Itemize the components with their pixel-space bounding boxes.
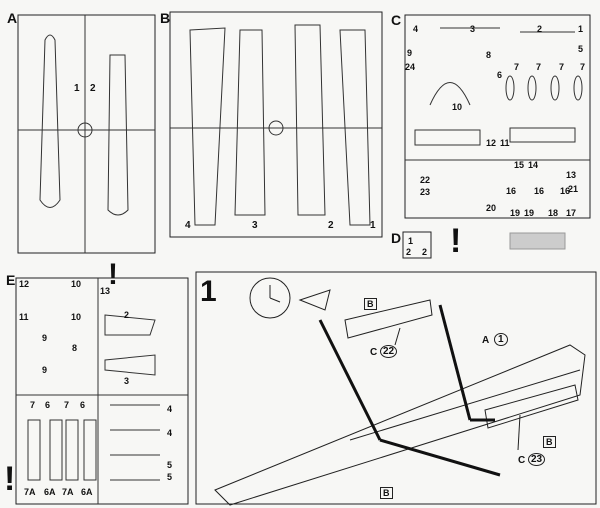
sprue-b-part-4: 4 [185, 220, 191, 231]
sprue-b-part-2: 2 [328, 220, 334, 231]
part-c23 [484, 384, 579, 429]
sprue-e-part: 3 [124, 376, 130, 386]
sprue-e-part: 5 [167, 460, 173, 470]
sprue-e-part: 6 [45, 400, 51, 410]
sprue-c-part: 11 [500, 138, 510, 148]
part-ref-number: 22 [380, 345, 398, 358]
sprue-e-part: 8 [72, 343, 78, 353]
sprue-e-part: 13 [100, 286, 111, 296]
sprue-c-part: 13 [566, 170, 577, 180]
sprue-c-part: 9 [407, 48, 413, 58]
sprue-e-letter: E [6, 272, 16, 288]
sprue-c-part: 22 [420, 175, 431, 185]
part-ref-letter: C [518, 455, 526, 466]
flag-label: B [380, 487, 393, 499]
fuselage-half-1 [39, 34, 61, 208]
sprue-c-part: 16 [506, 186, 517, 196]
sprue-c-part: 17 [566, 208, 577, 218]
sprue-c-part: 2 [537, 24, 543, 34]
sprue-c-part: 10 [452, 102, 463, 112]
sprue-e-part: 6A [81, 487, 93, 497]
sprue-e-part: 9 [42, 365, 48, 375]
sprue-c-letter: C [391, 12, 402, 28]
sprue-c-frame [404, 14, 591, 219]
sprue-a-letter: A [7, 10, 18, 26]
sprue-c-part: 7 [580, 62, 586, 72]
sprue-e-part: 12 [19, 279, 30, 289]
sprue-c-part: 21 [568, 184, 579, 194]
sprue-e-part: 4 [167, 404, 173, 414]
sprue-c-part: 14 [528, 160, 539, 170]
sprue-c-part: 19 [524, 208, 535, 218]
sprue-e-part: 11 [19, 312, 29, 322]
flag-label: B [543, 436, 556, 448]
sprue-b-letter: B [160, 10, 171, 26]
sprue-c-part: 8 [486, 50, 492, 60]
sprue-a-frame [17, 14, 156, 254]
sprue-e-part: 7A [24, 487, 36, 497]
sprue-e-part: 5 [167, 472, 173, 482]
sprue-e-part: 7A [62, 487, 74, 497]
glue-clock-icon [249, 277, 291, 319]
sprue-c-part: 5 [578, 44, 584, 54]
sprue-c-part: 16 [560, 186, 571, 196]
sprue-c-part: 23 [420, 187, 431, 197]
sprue-e-part: 10 [71, 312, 82, 322]
sprue-c-part: 3 [470, 24, 476, 34]
sprue-c-part: 7 [514, 62, 520, 72]
sprue-c-part: 6 [497, 70, 503, 80]
sprue-e-part: 2 [124, 310, 130, 320]
sprue-e-part: 9 [42, 333, 48, 343]
step-1-frame [195, 271, 597, 505]
sprue-d-part: 2 [422, 247, 428, 257]
part-ref-number: 23 [528, 453, 546, 466]
sprue-c-part: 15 [514, 160, 525, 170]
part-ref-letter: A [482, 335, 490, 346]
clamp-icon [298, 289, 331, 311]
flag-label: B [364, 298, 377, 310]
part-c22 [344, 299, 433, 339]
part-ref-letter: C [370, 347, 378, 358]
part-ref-number: 1 [494, 333, 508, 346]
sprue-c-part: 7 [536, 62, 542, 72]
sprue-a-part-2: 2 [90, 83, 96, 94]
sprue-d-part: 1 [408, 236, 414, 246]
sprue-c-part: 16 [534, 186, 545, 196]
sprue-c-part: 7 [559, 62, 565, 72]
sprue-c-part: 12 [486, 138, 497, 148]
sprue-a-part-1: 1 [74, 83, 80, 94]
step-number: 1 [200, 275, 217, 308]
sprue-d-frame [402, 231, 432, 259]
sprue-c-part: 1 [578, 24, 584, 34]
sprue-e-part: 4 [167, 428, 173, 438]
sprue-c-part: 24 [405, 62, 416, 72]
fuselage-assembly [214, 344, 586, 506]
sprue-b-part-3: 3 [252, 220, 258, 231]
sprue-e-part: 6 [80, 400, 86, 410]
sprue-d-part: 2 [406, 247, 412, 257]
sprue-e-part: 7 [64, 400, 70, 410]
sprue-c-part: 20 [486, 203, 497, 213]
sprue-e-part: 7 [30, 400, 36, 410]
sprue-e-part: 6A [44, 487, 56, 497]
sprue-e-frame [15, 277, 189, 505]
warning-mark: ! [108, 258, 118, 291]
sprue-d-letter: D [391, 230, 402, 246]
sprue-e-part: 10 [71, 279, 82, 289]
sprue-c-part: 18 [548, 208, 559, 218]
warning-mark: ! [4, 460, 16, 498]
sprue-c-part: 4 [413, 24, 419, 34]
sprue-c-part: 19 [510, 208, 521, 218]
sprue-b-frame [169, 11, 383, 238]
fuselage-half-2 [107, 54, 129, 216]
warning-mark: ! [450, 222, 462, 260]
sprue-b-part-1: 1 [370, 220, 376, 231]
